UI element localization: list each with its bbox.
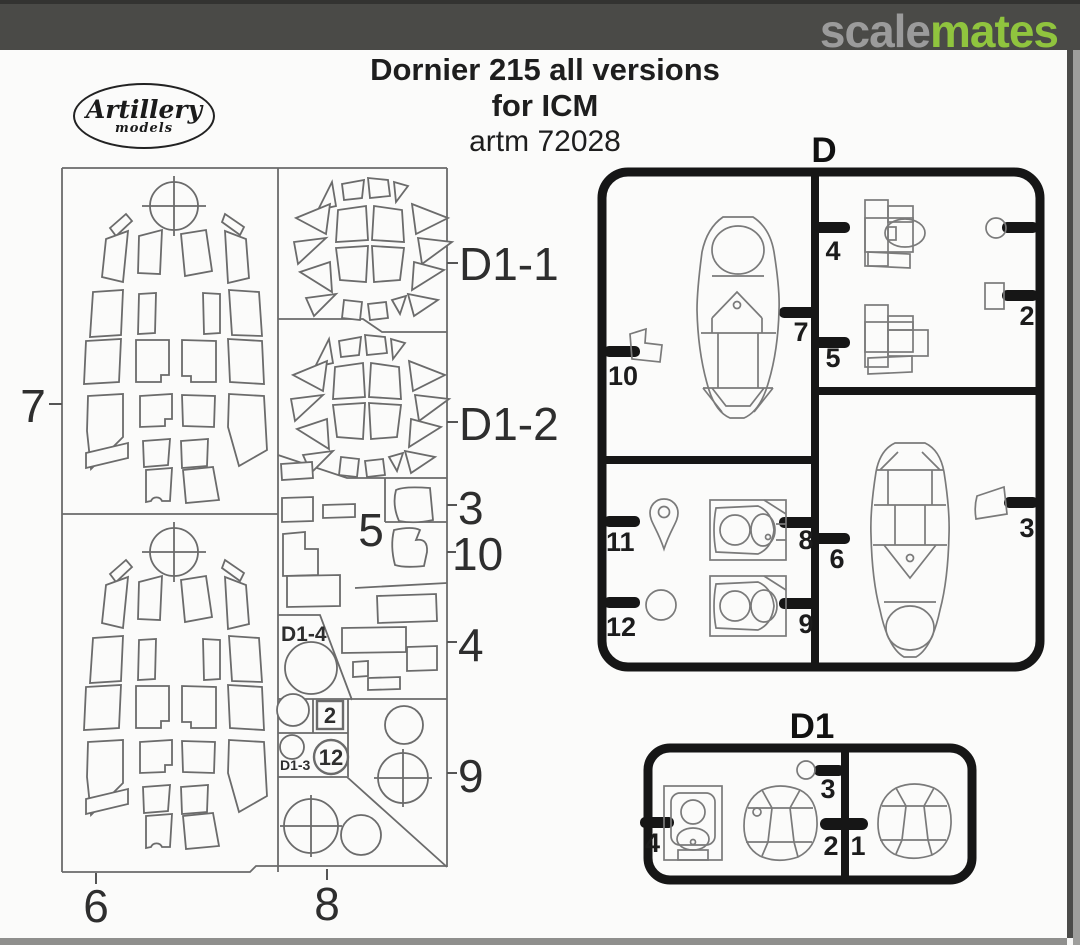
scalemates-banner: scalemates [0,0,1080,54]
sprue-d1-num-1: 1 [850,831,865,861]
d1-part-1-dome [877,783,952,860]
part-5 [864,304,929,375]
mask-shape-3 [393,486,434,524]
sprue-d-num-3: 3 [1019,513,1034,543]
sprue-d1-title: D1 [790,707,835,746]
part-10 [629,327,663,363]
sprue-d-num-6: 6 [829,544,844,574]
boxed-label-2-text: 2 [324,703,336,728]
d1-part-2-dome [743,785,818,862]
part-2 [984,282,1005,310]
label-6: 6 [83,880,109,932]
leader-lines [49,262,458,884]
mask-sheet: 2 12 D1-4 D1-3 7 6 8 D1-1 D1-2 3 10 5 4 … [20,167,559,932]
sprue-d-num-5: 5 [825,343,840,373]
mask-sheet-outline [61,167,448,873]
image-background [0,50,1067,938]
part-12 [645,589,677,621]
circled-label-12 [312,738,350,776]
sprue-d-num-10: 10 [608,361,638,391]
sprue-d-num-9: 9 [798,609,813,639]
sprue-d1-num-2: 2 [823,831,838,861]
artillery-logo-name: Artillery [85,94,203,124]
part-8 [709,499,787,561]
brand-mates: mates [930,5,1059,57]
sprue-d1-num-3: 3 [820,774,835,804]
label-10: 10 [452,528,503,580]
mask-strips-zone-4 [341,593,438,691]
label-4: 4 [458,619,484,671]
label-d1-4: D1-4 [281,623,327,646]
artillery-models-logo: Artillery models [73,83,215,149]
label-5: 5 [358,504,384,556]
label-3: 3 [458,482,484,534]
label-7: 7 [20,380,46,432]
d1-part-3 [796,760,816,780]
sprue-d-num-2: 2 [1019,301,1034,331]
d1-part-4 [663,785,723,861]
scalemates-logo: scalemates [819,5,1059,57]
label-8: 8 [314,878,340,930]
part-3 [974,485,1008,520]
mask-circle-d1-3 [279,734,305,760]
part-9 [709,575,787,637]
sprue-d1-num-4: 4 [645,828,660,858]
sprue-d-num-4: 4 [825,236,840,266]
artillery-logo-sub: models [114,120,174,136]
label-9: 9 [458,750,484,802]
circled-label-12-text: 12 [319,745,343,770]
sprue-d: D [597,131,1045,672]
sprue-d-title: D [811,131,836,170]
brand-scale: scale [819,5,931,57]
sprue-d-num-8: 8 [798,525,813,555]
part-11-hole [657,505,671,519]
title-line-3: artm 72028 [469,125,621,158]
part-7-canopy [696,216,780,419]
part-11 [649,498,679,552]
boxed-label-2 [315,699,345,731]
mask-sheet-dividers [62,168,448,872]
product-title: Dornier 215 all versions for ICM artm 72… [280,52,810,160]
sprue-d-num-11: 11 [606,527,635,557]
part-4 [864,199,926,269]
sprue-d1-tabs [640,765,868,830]
part-6-canopy [870,442,950,658]
sprue-d1-frame [643,743,977,885]
photo-edge-right-light [1073,50,1080,945]
mask-shape-10 [391,527,428,568]
sprue-d1: D1 4 3 2 [640,707,977,885]
photo-edge-right-dark [1067,50,1073,938]
mask-circles-zone-9 [280,705,432,857]
photo-edge-bottom [0,938,1067,945]
mask-circle [276,693,310,727]
diagram: 2 12 D1-4 D1-3 7 6 8 D1-1 D1-2 3 10 5 4 … [20,131,1045,932]
sprue-d-num-7: 7 [793,317,808,347]
label-d1-3: D1-3 [280,757,311,773]
banner-top-line [0,0,1080,4]
sprue-d-frame [597,167,1045,672]
title-line-2: for ICM [491,88,599,123]
part-circle [985,217,1007,239]
sprue-d-tabs [604,222,1038,609]
label-d1-2: D1-2 [459,398,559,450]
sprue-d-num-12: 12 [606,612,636,642]
title-line-1: Dornier 215 all versions [370,52,720,87]
mask-circle-d1-4 [284,641,338,695]
mask-strips-zone-5 [280,461,356,608]
sprue-d-dividers [606,176,1036,663]
label-d1-1: D1-1 [459,238,559,290]
